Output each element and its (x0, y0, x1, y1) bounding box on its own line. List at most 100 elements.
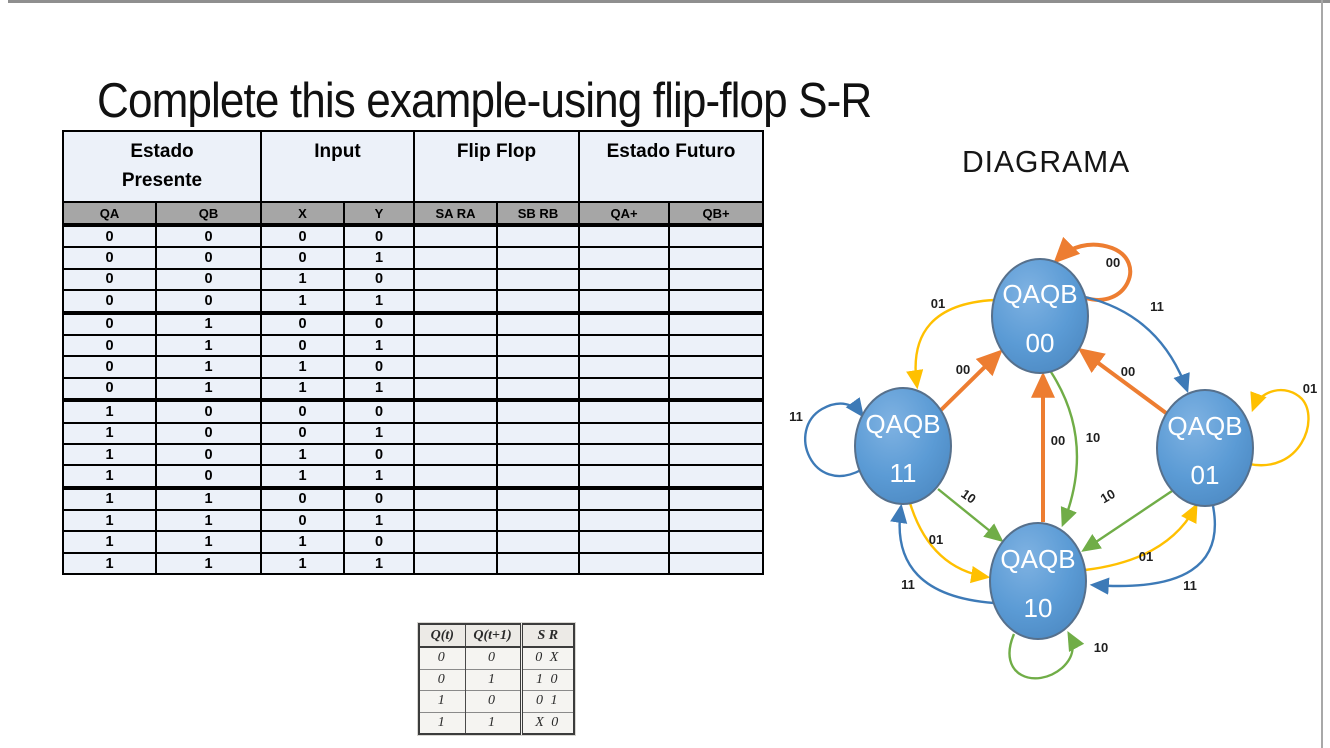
table-cell: 1 (62, 464, 157, 490)
table-cell: 0 (260, 311, 345, 336)
table-cell (413, 442, 498, 467)
table-cell (413, 509, 498, 533)
excitation-header-sr: S R (519, 624, 574, 648)
table-cell (578, 421, 670, 445)
table-cell: 0 (464, 646, 521, 669)
state-label: QAQB (1167, 411, 1242, 441)
table-cell: 1 (62, 509, 157, 533)
table-cell: 1 (62, 442, 157, 467)
transition-label: 01 (1139, 549, 1153, 564)
table-cell (578, 223, 670, 249)
edge-10-to-01-yellow (1084, 503, 1198, 572)
page-title: Complete this example-using flip-flop S-… (97, 73, 872, 128)
slide-top-border (8, 0, 1330, 3)
table-cell: 1 (260, 530, 345, 554)
table-cell (668, 355, 764, 379)
table-cell: 1 0 (519, 668, 574, 691)
table-cell (668, 246, 764, 270)
table-cell (668, 530, 764, 554)
transition-label: 00 (956, 362, 970, 377)
table-cell: 0 (260, 509, 345, 533)
table-cell: 0 (343, 399, 415, 424)
table-cell: 1 (155, 486, 262, 512)
transition-label: 10 (1094, 640, 1108, 655)
transition-label: 01 (931, 296, 945, 311)
table-cell (413, 289, 498, 315)
table-cell: 0 (62, 311, 157, 336)
table-cell (578, 530, 670, 554)
table-cell: 1 (343, 376, 415, 403)
transition-label: 01 (1303, 381, 1317, 396)
table-cell (578, 333, 670, 358)
table-cell (496, 333, 580, 358)
state-code: 11 (890, 458, 917, 488)
group-header-estado-futuro: Estado Futuro (578, 130, 764, 203)
transition-label: 00 (1106, 255, 1120, 270)
table-cell: 1 (260, 376, 345, 403)
table-cell: 0 (62, 376, 157, 403)
table-cell (496, 289, 580, 315)
table-cell: 0 (260, 333, 345, 358)
edge-01-to-10-blue (1089, 505, 1216, 595)
table-column-header-row: QA QB X Y SA RA SB RB QA+ QB+ (62, 201, 764, 227)
table-cell: 0 (155, 289, 262, 315)
table-row: Q(t) Q(t+1) S R (419, 624, 574, 648)
state-label: QAQB (1002, 279, 1077, 309)
state-code: 00 (1026, 328, 1055, 358)
table-cell: 1 (155, 551, 262, 576)
table-cell: 1 (343, 509, 415, 533)
diagram-title: DIAGRAMA (962, 144, 1131, 179)
table-cell: 0 (343, 355, 415, 379)
table-cell: 0 (155, 399, 262, 424)
table-cell: 1 (260, 267, 345, 292)
column-header-qb-next: QB+ (668, 201, 764, 227)
table-cell: 1 (343, 289, 415, 315)
edge-01-to-10-green (1081, 490, 1173, 552)
column-header-sbrb: SB RB (496, 201, 580, 227)
table-cell: 0 (464, 690, 521, 712)
state-label: QAQB (865, 409, 940, 439)
table-cell (496, 551, 580, 576)
table-cell: 1 (62, 399, 157, 424)
table-cell (668, 267, 764, 292)
table-cell: 1 (343, 333, 415, 358)
table-cell: 0 (343, 311, 415, 336)
table-cell (496, 486, 580, 512)
table-cell: 0 (62, 355, 157, 379)
table-cell: 0 X (519, 646, 574, 669)
table-cell (496, 267, 580, 292)
excitation-header-qt: Q(t) (419, 624, 465, 648)
table-cell (578, 464, 670, 490)
state-node-11: QAQB 11 (854, 387, 952, 505)
table-cell: 0 (155, 442, 262, 467)
edge-01-to-00 (1077, 347, 1168, 415)
column-header-qa-next: QA+ (578, 201, 670, 227)
table-cell: 1 (155, 509, 262, 533)
table-cell: 0 (155, 464, 262, 490)
table-cell: 1 (464, 668, 521, 691)
table-cell (496, 246, 580, 270)
table-cell (496, 355, 580, 379)
table-cell: 0 (62, 267, 157, 292)
table-cell (413, 355, 498, 379)
table-cell: 0 1 (519, 690, 574, 712)
table-cell (578, 355, 670, 379)
edge-00-to-10 (1049, 371, 1079, 528)
edge-01-self (1248, 389, 1310, 467)
table-cell: 0 (419, 668, 465, 691)
table-cell: 1 (155, 530, 262, 554)
table-cell: X 0 (519, 711, 574, 734)
table-cell (413, 223, 498, 249)
table-cell: 0 (155, 246, 262, 270)
table-cell (413, 464, 498, 490)
table-cell (578, 399, 670, 424)
